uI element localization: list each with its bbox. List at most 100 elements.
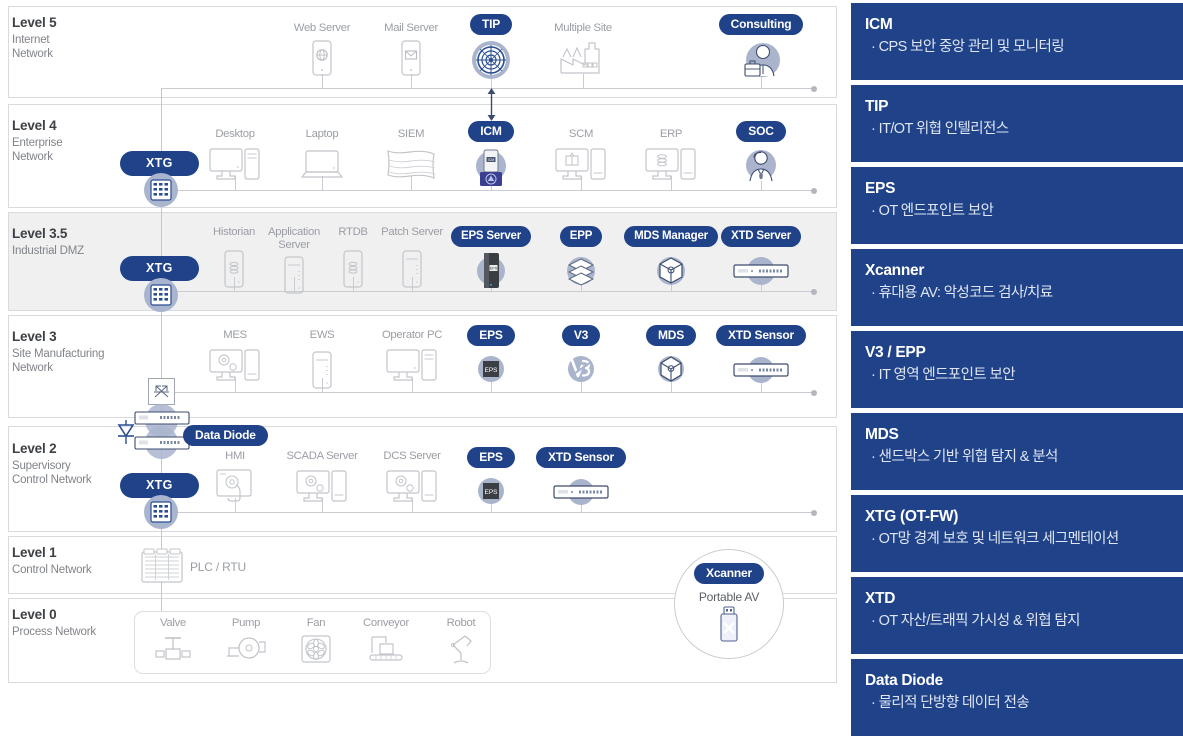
legend-card-icm[interactable]: ICM · CPS 보안 중앙 관리 및 모니터링 (851, 3, 1183, 80)
node-pill-v3[interactable]: V3 (561, 325, 601, 346)
node-web-server: Web Server (279, 22, 365, 81)
node-label-historian: Historian (213, 226, 255, 238)
stub-multiple-site (583, 74, 584, 88)
node-pill-mds[interactable]: MDS (645, 325, 697, 346)
siem-icon (368, 141, 454, 187)
node-label-operator-pc: Operator PC (381, 329, 443, 341)
node-pill-eps-server[interactable]: EPS Server (450, 226, 531, 247)
band-title-level-5: Level 5 (12, 15, 57, 30)
stub-mail-server (411, 74, 412, 88)
eps-server-icon: EPS (448, 247, 534, 293)
node-pump: Pump (203, 617, 289, 668)
node-dcs-server: DCS Server (365, 450, 459, 509)
tip-icm-bidirectional-arrow (487, 88, 496, 121)
xtg-pill-level-2[interactable]: XTG (120, 473, 199, 498)
bus-end-dot-level-3-5 (811, 288, 817, 295)
legend-card-eps[interactable]: EPS · OT 엔드포인트 보안 (851, 167, 1183, 244)
stub-hmi (235, 498, 236, 512)
stub-erp (671, 176, 672, 190)
consultant-icon (713, 37, 809, 83)
node-pill-mds-manager[interactable]: MDS Manager (624, 226, 718, 247)
stub-v3 (581, 378, 582, 392)
band-title-level-4: Level 4 (12, 118, 57, 133)
node-label-application-server: Application Server (268, 226, 320, 251)
node-pill-xtd-sensor-level-3[interactable]: XTD Sensor (715, 325, 807, 346)
node-soc: SOC (718, 121, 804, 189)
product-legend-sidebar: ICM · CPS 보안 중앙 관리 및 모니터링 TIP · IT/OT 위협… (851, 0, 1183, 736)
legend-card-xtg[interactable]: XTG (OT-FW) · OT망 경계 보호 및 네트워크 세그멘테이션 (851, 495, 1183, 572)
stub-web-server (322, 74, 323, 88)
node-label-scada-server: SCADA Server (286, 450, 358, 462)
data-diode-pill[interactable]: Data Diode (183, 425, 268, 446)
node-xtd-sensor-level-3: XTD Sensor (713, 325, 809, 392)
xtg-switch-icon-level-3-5 (144, 278, 178, 312)
desktop-pc-icon (192, 141, 278, 187)
node-label-pump: Pump (231, 617, 261, 629)
node-pill-icm[interactable]: ICM (468, 121, 514, 142)
stub-laptop (322, 176, 323, 190)
scm-icon (538, 141, 624, 187)
factory-icon (540, 35, 626, 81)
v3-icon (538, 346, 624, 392)
legend-card-desc: · 물리적 단방향 데이터 전송 (871, 695, 1030, 711)
node-label-fan: Fan (306, 617, 326, 629)
node-mes: MES (192, 329, 278, 388)
svg-text:EPS: EPS (484, 489, 498, 496)
legend-card-xcanner[interactable]: Xcanner · 휴대용 AV: 악성코드 검사/치료 (851, 249, 1183, 326)
band-level-5 (8, 6, 837, 98)
node-pill-eps-level-2[interactable]: EPS (467, 447, 515, 468)
legend-card-tip[interactable]: TIP · IT/OT 위협 인텔리전스 (851, 85, 1183, 162)
node-label-valve: Valve (160, 617, 186, 629)
laptop-icon (279, 141, 365, 187)
data-diode-appliance-upper-icon (134, 411, 190, 425)
bus-end-dot-level-4 (811, 187, 817, 194)
node-pill-eps-level-3[interactable]: EPS (467, 325, 515, 346)
node-pill-xtd-sensor-level-2[interactable]: XTD Sensor (535, 447, 627, 468)
node-pill-xtd-server[interactable]: XTD Server (720, 226, 801, 247)
svg-text:EPS: EPS (484, 367, 498, 374)
bus-level-2 (161, 512, 814, 513)
band-title-level-1: Level 1 (12, 545, 57, 560)
stub-historian (234, 277, 235, 291)
xtg-pill-level-3-5[interactable]: XTG (120, 256, 199, 281)
stub-tip (491, 74, 492, 88)
stub-rtdb (353, 277, 354, 291)
stub-patch-server (412, 277, 413, 291)
node-mail-server: Mail Server (368, 22, 454, 81)
stub-dcs-server (412, 498, 413, 512)
node-label-hmi: HMI (225, 450, 245, 462)
historian-server-icon (191, 246, 277, 292)
node-pill-tip[interactable]: TIP (469, 14, 513, 35)
legend-card-data-diode[interactable]: Data Diode · 물리적 단방향 데이터 전송 (851, 659, 1183, 736)
node-siem: SIEM (368, 128, 454, 187)
legend-card-title: EPS (865, 180, 896, 197)
node-laptop: Laptop (279, 128, 365, 187)
stub-operator-pc (412, 378, 413, 392)
ot-network-architecture-diagram: Level 5 Internet Network Level 4 Enterpr… (8, 6, 837, 683)
node-ews: EWS (279, 329, 365, 393)
band-subtitle-level-1: Control Network (12, 564, 92, 576)
node-label-mail-server: Mail Server (384, 22, 438, 34)
node-mds: MDS (628, 325, 714, 392)
node-v3: V3 (538, 325, 624, 392)
band-subtitle-level-3: Site Manufacturing Network (12, 348, 105, 374)
legend-card-mds[interactable]: MDS · 샌드박스 기반 위협 탐지 & 분석 (851, 413, 1183, 490)
stub-desktop (235, 176, 236, 190)
node-desktop: Desktop (192, 128, 278, 187)
legend-card-title: Xcanner (865, 262, 925, 279)
band-subtitle-level-2: Supervisory Control Network (12, 460, 92, 486)
stub-eps-l3 (491, 378, 492, 392)
node-valve: Valve (130, 617, 216, 668)
icm-icon: ICM (448, 143, 534, 189)
node-robot: Robot (418, 617, 504, 668)
xcanner-pill[interactable]: Xcanner (694, 563, 764, 584)
xtg-pill-level-4[interactable]: XTG (120, 151, 199, 176)
node-pill-soc[interactable]: SOC (736, 121, 786, 142)
mes-icon (192, 342, 278, 388)
node-label-conveyor: Conveyor (363, 617, 409, 629)
legend-card-v3-epp[interactable]: V3 / EPP · IT 영역 엔드포인트 보안 (851, 331, 1183, 408)
legend-card-xtd[interactable]: XTD · OT 자산/트래픽 가시성 & 위협 탐지 (851, 577, 1183, 654)
node-pill-epp[interactable]: EPP (559, 226, 603, 247)
legend-card-desc: · 샌드박스 기반 위협 탐지 & 분석 (871, 449, 1058, 465)
node-pill-consulting[interactable]: Consulting (718, 14, 804, 35)
